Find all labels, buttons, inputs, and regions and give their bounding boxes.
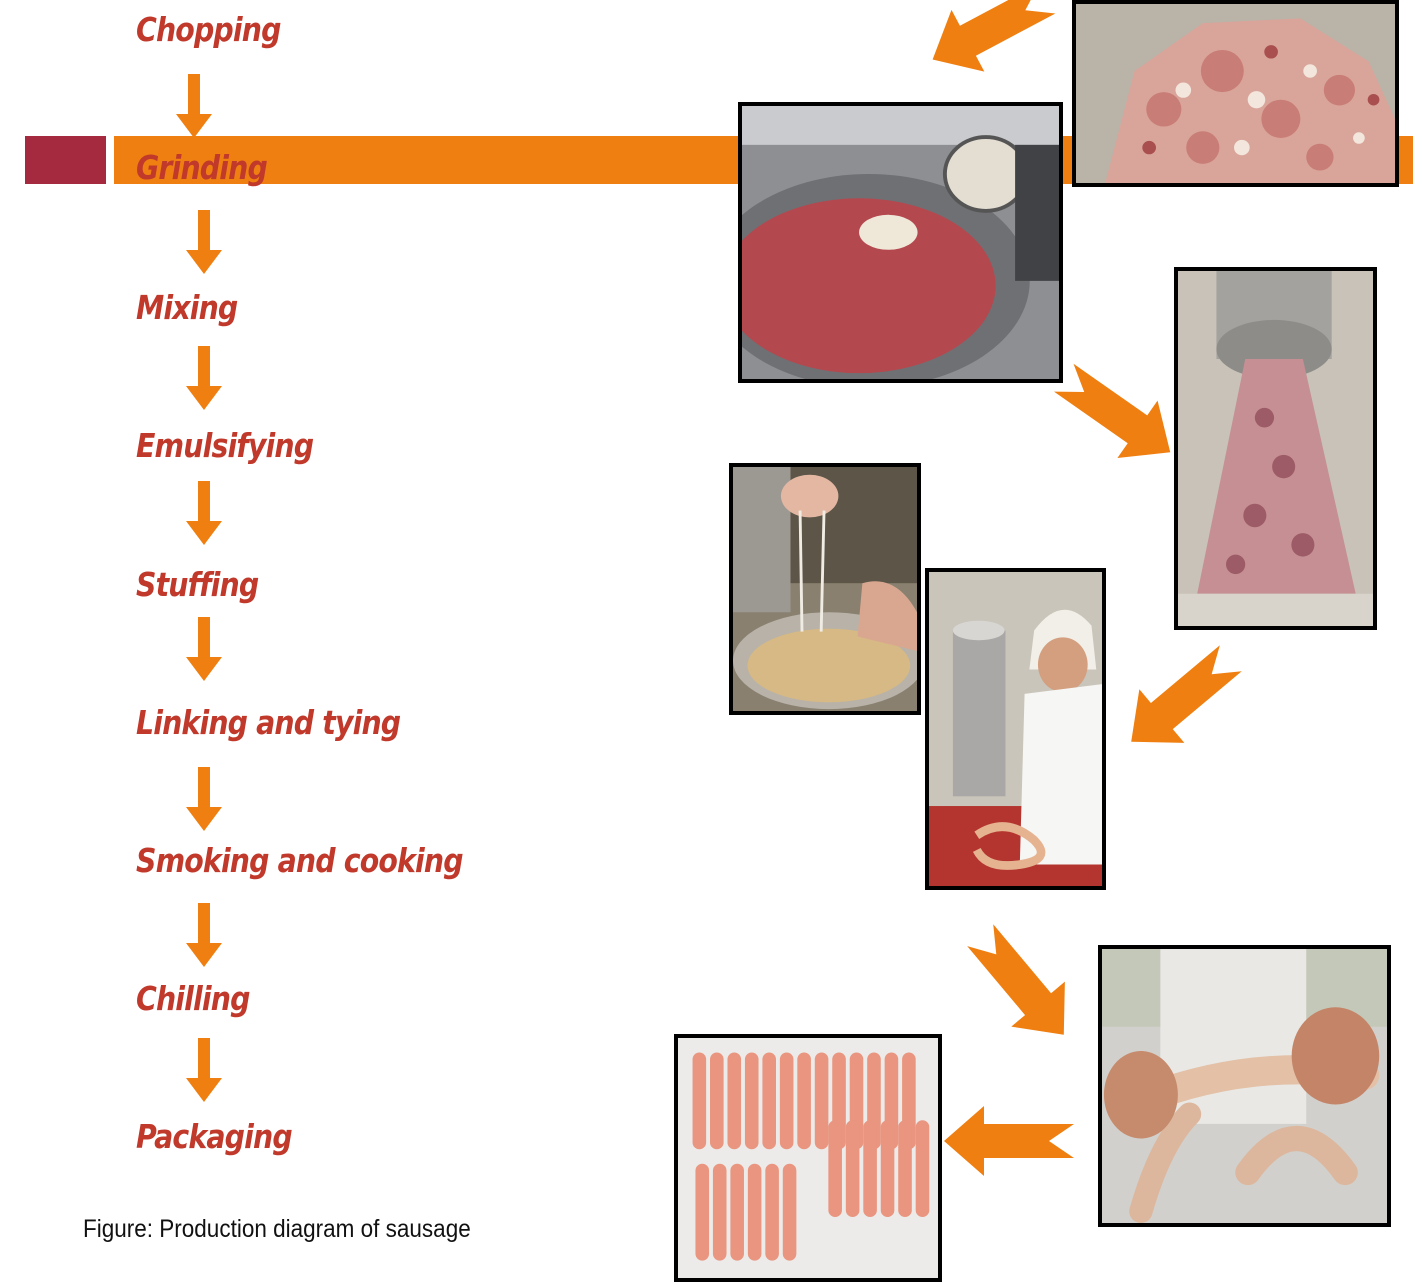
flow-arrow-icon xyxy=(1044,349,1191,481)
down-arrow-icon xyxy=(184,481,224,545)
flow-arrow-icon xyxy=(1109,631,1254,768)
flow-arrow-icon xyxy=(944,1106,1074,1176)
step-smoking-and-cooking: Smoking and cooking xyxy=(136,841,463,880)
photo-mixing-bowl xyxy=(738,102,1063,383)
photo-stuffing-machine xyxy=(925,568,1106,890)
step-linking-and-tying: Linking and tying xyxy=(136,703,400,742)
photo-meat-grinder xyxy=(1174,267,1377,630)
step-packaging: Packaging xyxy=(136,1117,292,1156)
flow-arrow-icon xyxy=(953,913,1090,1058)
photo-packaged-sausages xyxy=(674,1034,942,1282)
down-arrow-icon xyxy=(184,767,224,831)
down-arrow-icon xyxy=(184,346,224,410)
step-mixing: Mixing xyxy=(136,288,237,327)
down-arrow-icon xyxy=(184,1038,224,1102)
step-chilling: Chilling xyxy=(136,979,250,1018)
photo-chopped-meat xyxy=(1072,0,1399,187)
flow-arrow-icon xyxy=(916,0,1064,90)
figure-caption: Figure: Production diagram of sausage xyxy=(83,1215,471,1244)
accent-block xyxy=(25,136,106,184)
photo-casing-preparation xyxy=(729,463,921,715)
step-emulsifying: Emulsifying xyxy=(136,426,313,465)
step-chopping: Chopping xyxy=(136,10,281,49)
step-stuffing: Stuffing xyxy=(136,565,258,604)
down-arrow-icon xyxy=(184,617,224,681)
down-arrow-icon xyxy=(184,210,224,274)
down-arrow-icon xyxy=(184,903,224,967)
step-grinding: Grinding xyxy=(136,148,267,187)
down-arrow-icon xyxy=(174,74,214,138)
photo-linking-sausage xyxy=(1098,945,1391,1227)
